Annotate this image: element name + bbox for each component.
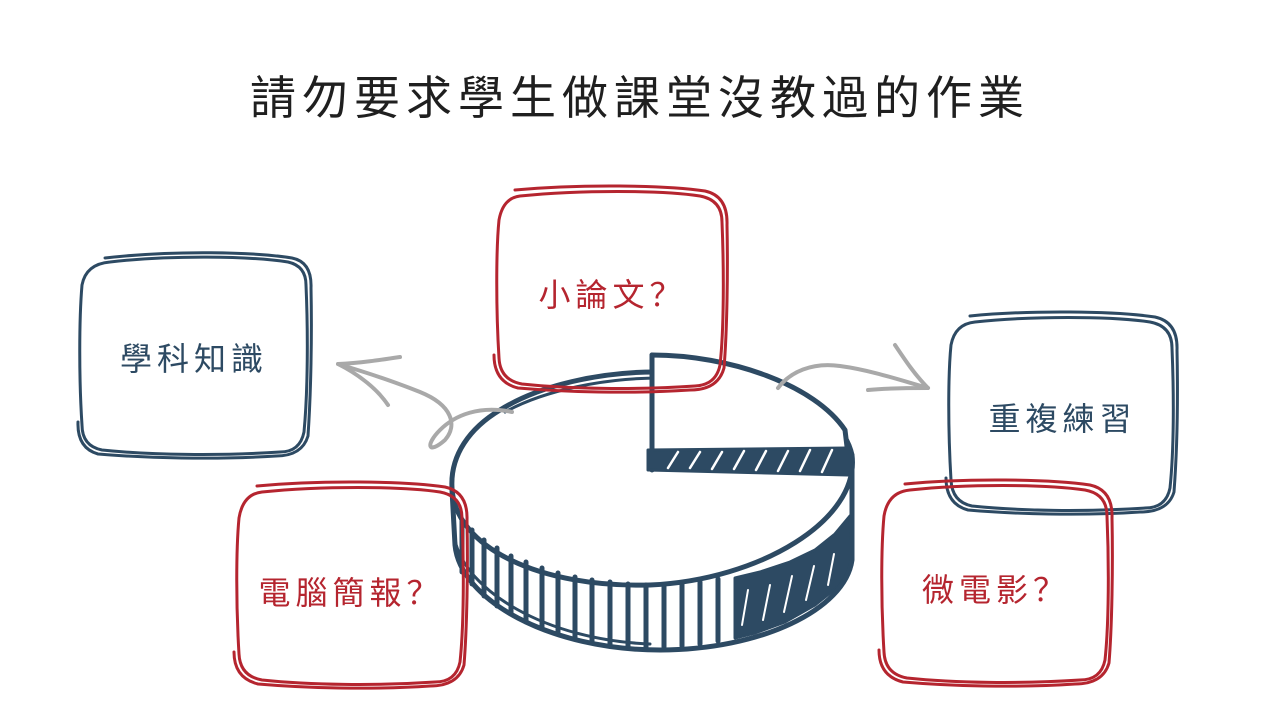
box-practice-frame <box>944 310 1179 516</box>
curved-arrow-left-icon <box>336 355 514 450</box>
box-film-label: 微電影？ <box>921 571 1070 609</box>
box-knowledge-label: 學科知識 <box>119 340 268 378</box>
curved-arrow-right-icon <box>776 343 930 392</box>
pie-chart-sketch-icon <box>449 352 855 653</box>
page-title: 請勿要求學生做課堂沒教過的作業 <box>250 71 1030 125</box>
box-essay-label: 小論文？ <box>538 276 687 314</box>
box-film-frame <box>877 478 1114 688</box>
box-essay-frame <box>492 184 729 394</box>
box-knowledge-frame <box>76 251 313 460</box>
box-practice-label: 重複練習 <box>988 400 1137 438</box>
box-slides-frame <box>232 480 469 690</box>
box-slides-label: 電腦簡報？ <box>258 574 444 612</box>
